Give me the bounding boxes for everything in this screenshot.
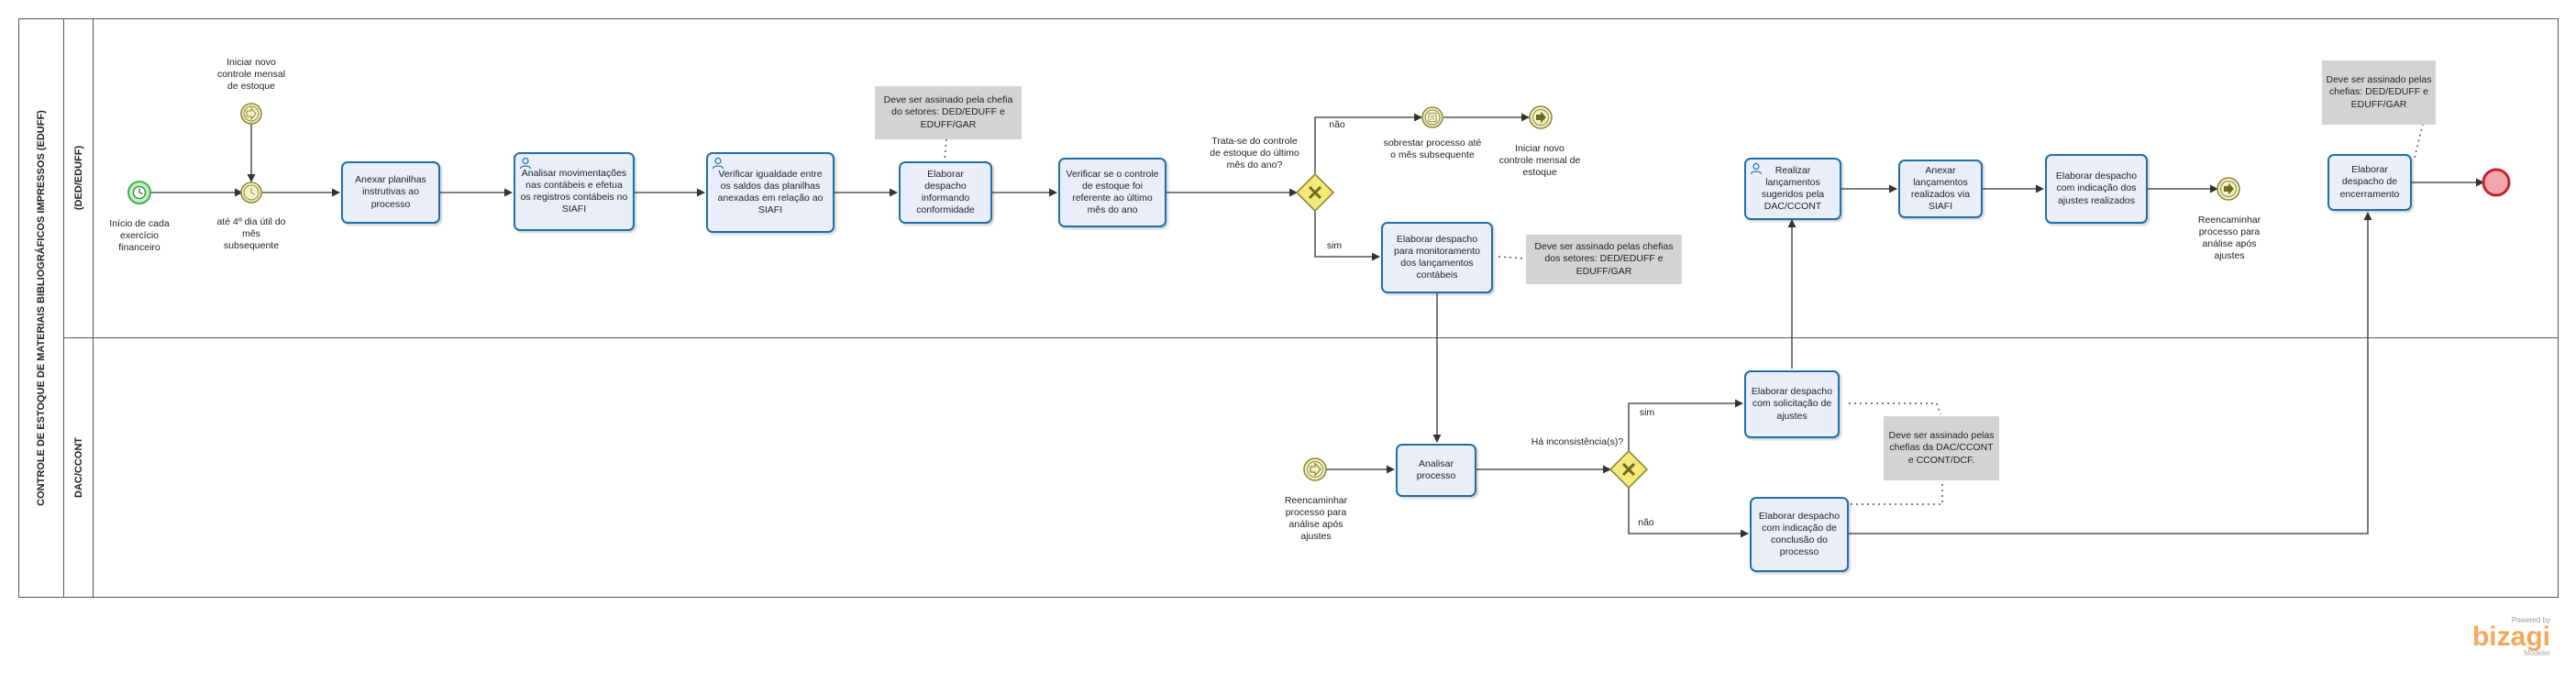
task-label: Elaborar despacho para monitoramento dos… — [1394, 233, 1480, 281]
task-analyze-movements[interactable]: Analisar movimentações nas contábeis e e… — [514, 152, 635, 231]
timer-event — [240, 182, 262, 204]
process-pool — [18, 18, 2559, 598]
flow-g2-yes — [1628, 399, 1743, 451]
gateway-1-yes-label: sim — [1326, 240, 1343, 251]
timer-label: até 4º dia útil do mês subsequente — [216, 216, 286, 252]
task-label: Analisar movimentações nas contábeis e e… — [520, 167, 628, 215]
lane-header-dac-ccont: DAC/CCONT — [64, 337, 94, 598]
annotation-signature-1: Deve ser assinado pela chefia do setores… — [875, 86, 1022, 139]
task-label: Realizar lançamentos sugeridos pela DAC/… — [1761, 164, 1825, 213]
flow-g1-no — [1314, 113, 1422, 174]
annotation-signature-4: Deve ser assinado pelas chefias da DAC/C… — [1884, 416, 1999, 480]
gateway-2-question: Há inconsistência(s)? — [1531, 436, 1624, 447]
powered-by-text: Powered by — [2511, 616, 2550, 624]
task-label: Elaborar despacho com indicação dos ajus… — [2055, 171, 2138, 206]
flow-g1-yes — [1314, 211, 1380, 261]
forward-link-event — [1303, 457, 1327, 481]
task-label: Verificar se o controle de estoque foi r… — [1066, 168, 1159, 216]
gateway-1-question: Trata-se do controle de estoque do últim… — [1210, 136, 1299, 171]
restart-label: Iniciar novo controle mensal de estoque — [1498, 143, 1581, 179]
gateway-1-no-label: não — [1329, 119, 1345, 130]
task-monitoring-dispatch[interactable]: Elaborar despacho para monitoramento dos… — [1381, 222, 1493, 293]
flow-t13-to-t10 — [1849, 212, 2372, 534]
reenter-link-event — [2217, 177, 2240, 201]
task-label: Anexar planilhas instrutivas ao processo — [355, 174, 426, 210]
bizagi-logo: bizagi — [2471, 622, 2550, 652]
annotation-signature-2: Deve ser assinado pelas chefias dos seto… — [1526, 235, 1682, 284]
task-conclusion-dispatch[interactable]: Elaborar despacho com indicação de concl… — [1750, 497, 1849, 572]
lane-divider — [64, 337, 2559, 338]
task-attach-spreadsheets[interactable]: Anexar planilhas instrutivas ao processo — [341, 161, 440, 224]
gateway-2-no-label: não — [1638, 517, 1654, 528]
gateway-2-yes-label: sim — [1639, 407, 1655, 418]
start-event-label: Início de cada exercício financeiro — [109, 218, 170, 254]
task-analyze-process[interactable]: Analisar processo — [1396, 444, 1476, 497]
task-adjustments-dispatch[interactable]: Elaborar despacho com indicação dos ajus… — [2045, 154, 2148, 224]
task-label: Elaborar despacho com indicação de concl… — [1758, 510, 1841, 558]
task-closing-dispatch[interactable]: Elaborar despacho de encerramento — [2327, 154, 2412, 211]
task-label: Elaborar despacho informando conformidad… — [916, 168, 975, 216]
pool-header: CONTROLE DE ESTOQUE DE MATERIAIS BIBLIOG… — [18, 18, 64, 598]
forward-label: Reencaminhar processo para análise após … — [1284, 495, 1348, 543]
start-event — [127, 181, 151, 204]
new-control-label: Iniciar novo controle mensal de estoque — [216, 57, 286, 93]
flow-g2-no — [1628, 488, 1749, 538]
bizagi-branding: Powered by bizagi Modeler — [2471, 616, 2550, 657]
task-label: Elaborar despacho com solicitação de aju… — [1751, 386, 1833, 422]
reenter-label: Reencaminhar processo para análise após … — [2197, 215, 2261, 262]
task-label: Analisar processo — [1416, 457, 1456, 481]
suspend-conditional-event — [1421, 106, 1443, 128]
task-suggested-entries[interactable]: Realizar lançamentos sugeridos pela DAC/… — [1744, 158, 1841, 220]
assoc-note4a — [1849, 402, 1941, 415]
annotation-signature-3: Deve ser assinado pelas chefias: DED/EDU… — [2322, 61, 2436, 125]
task-verify-last-month[interactable]: Verificar se o controle de estoque foi r… — [1058, 158, 1166, 227]
modeler-text: Modeler — [2524, 649, 2550, 657]
gateway-inconsistency — [1609, 449, 1649, 490]
end-event — [2482, 168, 2511, 197]
lane-header-ded-eduff: (DED/EDUFF) — [64, 18, 94, 337]
assoc-note1 — [944, 138, 947, 160]
new-control-signal-event — [240, 103, 262, 125]
assoc-note2 — [1498, 256, 1527, 259]
task-verify-balances[interactable]: Verificar igualdade entre os saldos das … — [706, 152, 835, 233]
task-conformity-dispatch[interactable]: Elaborar despacho informando conformidad… — [899, 161, 992, 224]
assoc-note4b — [1851, 483, 1943, 505]
restart-link-event — [1529, 105, 1553, 129]
assoc-note3 — [2413, 123, 2424, 162]
task-label: Anexar lançamentos realizados via SIAFI — [1910, 164, 1971, 213]
task-request-adjustments[interactable]: Elaborar despacho com solicitação de aju… — [1744, 370, 1840, 438]
user-icon — [519, 157, 532, 170]
task-attach-siafi-entries[interactable]: Anexar lançamentos realizados via SIAFI — [1898, 160, 1983, 218]
user-icon — [712, 157, 724, 170]
task-label: Elaborar despacho de encerramento — [2339, 164, 2400, 200]
suspend-label: sobrestar processo até o mês subsequente — [1383, 138, 1482, 161]
gateway-last-month — [1295, 172, 1335, 213]
task-label: Verificar igualdade entre os saldos das … — [717, 168, 824, 216]
user-icon — [1750, 162, 1763, 175]
